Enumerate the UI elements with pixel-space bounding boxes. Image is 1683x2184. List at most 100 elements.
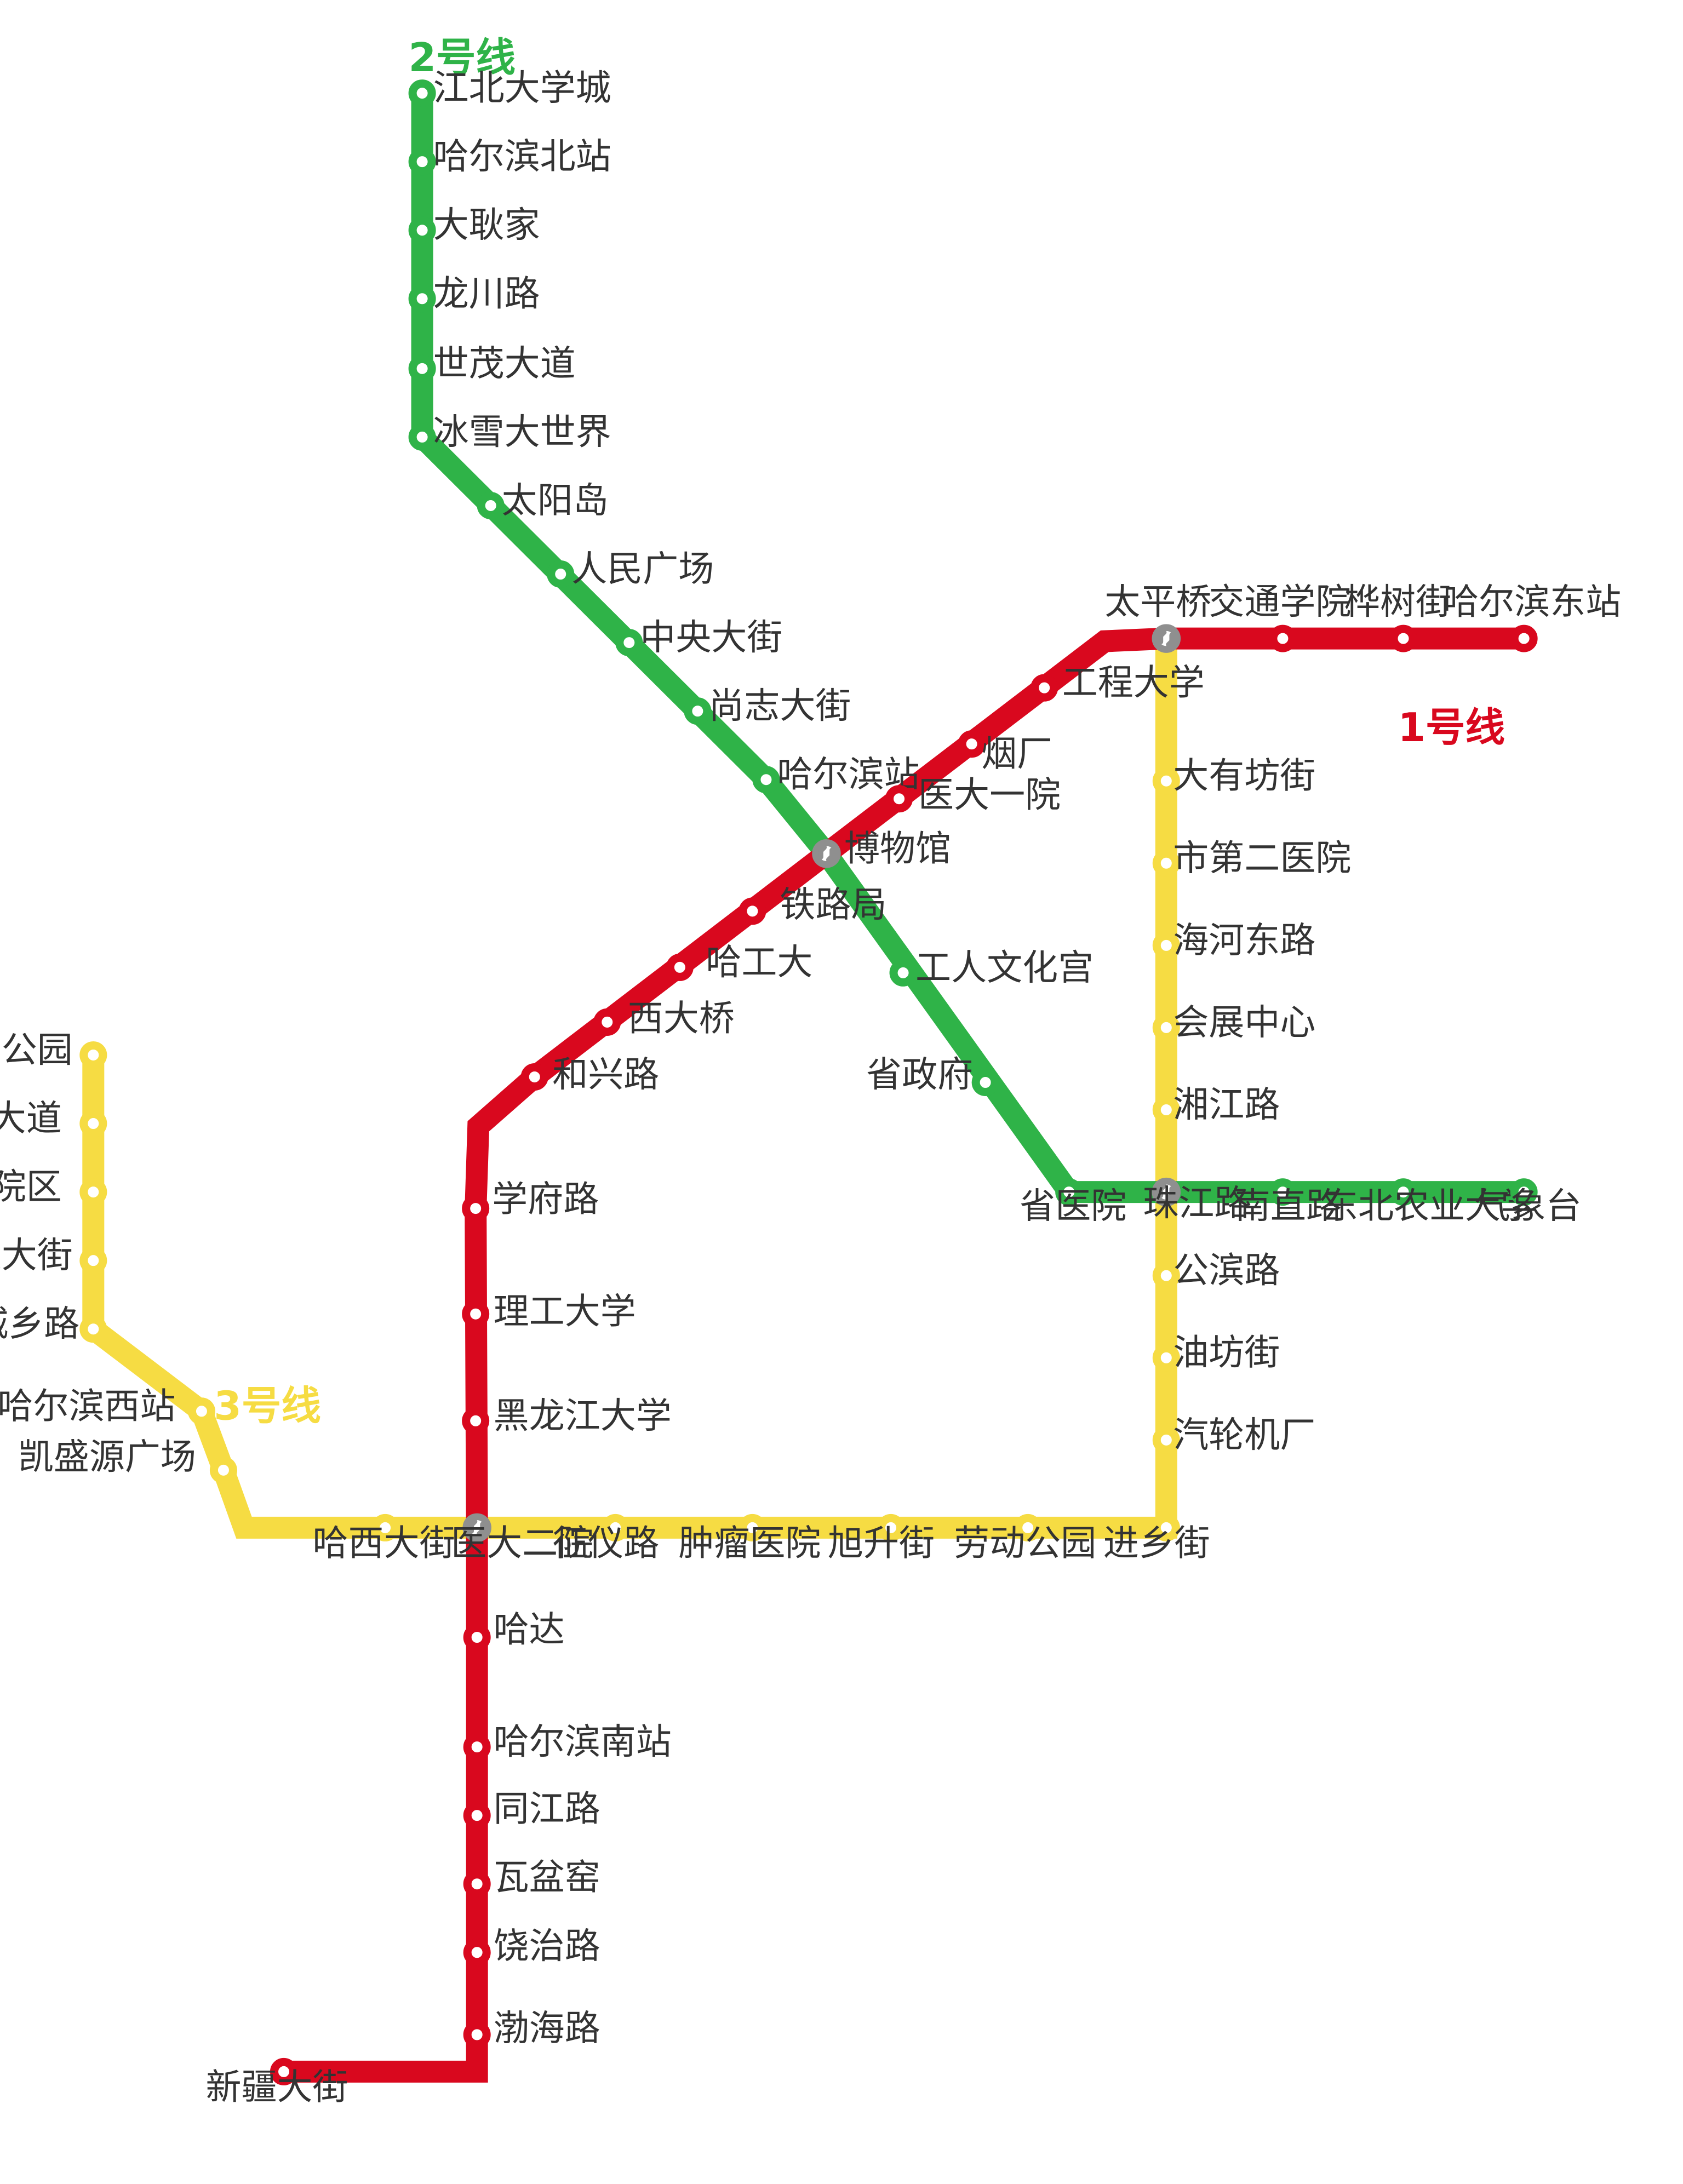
- station-tongjiang-lu[interactable]: 同江路: [463, 1789, 600, 1830]
- station-shengyiyuan[interactable]: 省医院: [1020, 1178, 1126, 1227]
- station-jiaotong-xueyuan[interactable]: 交通学院: [1209, 582, 1351, 652]
- station-label: 油坊街: [1173, 1332, 1280, 1373]
- station-zhongyang-dajie[interactable]: 中央大街: [615, 617, 783, 658]
- station-taiyang-dao[interactable]: 太阳岛: [477, 480, 609, 521]
- station-dagengjia[interactable]: 大耿家: [408, 205, 540, 246]
- station-jiangbei-daxuecheng[interactable]: 江北大学城: [408, 68, 611, 109]
- station-label: 铁路局: [780, 884, 886, 925]
- station-label: 劳动公园: [954, 1523, 1096, 1564]
- station-wapenyao[interactable]: 瓦盆窑: [463, 1857, 600, 1898]
- station-shi-dier-yiyuan[interactable]: 市第二医院: [1152, 838, 1351, 879]
- station-renmin-guangchang[interactable]: 人民广场: [547, 549, 714, 590]
- station-laodong-gongyuan[interactable]: 劳动公园: [954, 1514, 1096, 1564]
- station-xuefu-lu[interactable]: 学府路: [462, 1179, 599, 1223]
- station-label: 哈尔滨北站: [433, 136, 611, 177]
- station-label: 省政府: [866, 1054, 973, 1095]
- station-hexing-lu[interactable]: 和兴路: [520, 1054, 659, 1095]
- station-label: 公滨路: [1173, 1250, 1280, 1291]
- station-label: 海河东路: [1173, 920, 1315, 961]
- station-dongbei-nongye-daxue[interactable]: 东北农业大学: [1323, 1178, 1536, 1227]
- station-label: 西大桥: [628, 998, 735, 1039]
- station-heilongjiang-daxue[interactable]: 黑龙江大学: [462, 1395, 672, 1436]
- station-xusheng-jie[interactable]: 旭升街: [828, 1514, 935, 1564]
- station-youfang-jie[interactable]: 油坊街: [1152, 1332, 1280, 1373]
- interchange-icon: [1152, 624, 1181, 653]
- station-haerbin-dongzhan[interactable]: 哈尔滨东站: [1443, 582, 1621, 652]
- station-label: 人民广场: [571, 549, 714, 590]
- station-label: 世茂大道: [433, 343, 576, 384]
- station-label: 珠江路: [1143, 1183, 1250, 1224]
- station-haerbin-xizhan[interactable]: 哈尔滨西站: [0, 1386, 215, 1427]
- interchange-icon: [462, 1513, 491, 1543]
- station-yida-yiyuan[interactable]: 医大一院: [885, 775, 1061, 816]
- station-huizhan-zhongxin[interactable]: 会展中心: [1152, 1002, 1315, 1043]
- station-bohai-lu[interactable]: 渤海路: [463, 2008, 600, 2049]
- station-shangzhi-dajie[interactable]: 尚志大街: [684, 686, 851, 727]
- station-label: 饶治路: [494, 1925, 600, 1967]
- station-hada[interactable]: 哈达: [463, 1609, 565, 1652]
- station-label: 肿瘤医院: [678, 1523, 821, 1564]
- station-huashu-jie[interactable]: 桦树街: [1344, 582, 1451, 652]
- station-zhujiang-lu[interactable]: 珠江路: [1143, 1177, 1250, 1224]
- station-zhengyi-lu[interactable]: 征仪路: [552, 1514, 659, 1564]
- station-yanchang[interactable]: 烟厂: [958, 730, 1052, 775]
- station-label: 汽轮机厂: [1173, 1414, 1315, 1455]
- station-xiangjiang-lu[interactable]: 湘江路: [1152, 1085, 1280, 1126]
- station-label: 旭升街: [828, 1523, 935, 1564]
- station-haerbin-beizhan[interactable]: 哈尔滨北站: [408, 136, 611, 177]
- station-shengzhengfu[interactable]: 省政府: [866, 1054, 999, 1097]
- station-taiping-qiao[interactable]: 太平桥: [1104, 582, 1211, 653]
- station-label: 哈西大街: [313, 1523, 455, 1564]
- station-longchuan-lu[interactable]: 龙川路: [408, 273, 540, 314]
- station-bingxue-dashijie[interactable]: 冰雪大世界: [408, 411, 611, 452]
- station-tielu-ju[interactable]: 铁路局: [739, 884, 887, 925]
- station-label: 烟厂: [981, 733, 1052, 775]
- station-label: 工农大街: [0, 1235, 73, 1276]
- station-gongnong-dajie[interactable]: 工农大街: [0, 1235, 107, 1276]
- station-label: 省医院: [1020, 1186, 1126, 1227]
- station-jinxiang-jie[interactable]: 进乡街: [1103, 1514, 1210, 1564]
- station-label: 会展中心: [1173, 1002, 1315, 1043]
- station-label: 征仪路: [552, 1523, 659, 1564]
- station-qixiangtai[interactable]: 气象台: [1475, 1178, 1582, 1227]
- station-label: 哈工大: [706, 942, 812, 983]
- station-kaishengyuan-guangchang[interactable]: 凯盛源广场: [18, 1436, 237, 1484]
- station-label: 体育公园: [0, 1029, 73, 1070]
- station-label: 湘江路: [1173, 1085, 1280, 1126]
- station-haxi-dajie[interactable]: 哈西大街: [313, 1514, 455, 1564]
- station-label: 凯盛源广场: [18, 1436, 196, 1477]
- station-label: 新疆大街: [205, 2067, 348, 2108]
- station-haerbin-nanzhan[interactable]: 哈尔滨南站: [463, 1722, 672, 1763]
- station-label: 桦树街: [1344, 582, 1451, 623]
- station-hagongda[interactable]: 哈工大: [666, 942, 812, 983]
- station-xinjiang-dajie[interactable]: 新疆大街: [205, 2057, 348, 2108]
- station-shimao-dadao[interactable]: 世茂大道: [408, 343, 576, 384]
- station-gongren-wenhuagong[interactable]: 工人文化宫: [889, 947, 1094, 988]
- station-gongcheng-daxue[interactable]: 工程大学: [1031, 662, 1205, 703]
- station-label: 工程大学: [1062, 662, 1205, 703]
- station-label: 城乡路: [0, 1304, 79, 1345]
- station-label: 瓦盆窑: [494, 1857, 600, 1898]
- station-xida-qiao[interactable]: 西大桥: [593, 998, 735, 1039]
- station-dayoufang-jie[interactable]: 大有坊街: [1152, 755, 1315, 796]
- station-qunli-yuanqu[interactable]: 群力院区: [0, 1167, 107, 1208]
- station-label: 第五大道: [0, 1098, 62, 1139]
- station-diwu-dadao[interactable]: 第五大道: [0, 1098, 107, 1139]
- station-gongbin-lu[interactable]: 公滨路: [1152, 1250, 1280, 1291]
- station-yida-eryuan[interactable]: 医大二院: [451, 1513, 593, 1564]
- station-bowuguan[interactable]: 博物馆: [812, 828, 951, 869]
- station-nanzhi-lu[interactable]: 南直路: [1235, 1178, 1342, 1227]
- station-label: 交通学院: [1209, 582, 1351, 623]
- station-haihe-donglu[interactable]: 海河东路: [1152, 920, 1315, 961]
- station-raozhi-lu[interactable]: 饶治路: [463, 1925, 600, 1967]
- station-label: 博物馆: [844, 828, 951, 869]
- station-tiyu-gongyuan[interactable]: 体育公园: [0, 1029, 107, 1070]
- station-label: 大耿家: [433, 205, 540, 246]
- station-ligong-daxue[interactable]: 理工大学: [462, 1291, 636, 1332]
- station-chengxiang-lu[interactable]: 城乡路: [0, 1304, 107, 1345]
- station-label: 中央大街: [640, 617, 782, 658]
- station-qilun-jichang[interactable]: 汽轮机厂: [1152, 1414, 1315, 1455]
- station-zhongliu-yiyuan[interactable]: 肿瘤医院: [678, 1514, 821, 1564]
- station-label: 理工大学: [494, 1291, 636, 1332]
